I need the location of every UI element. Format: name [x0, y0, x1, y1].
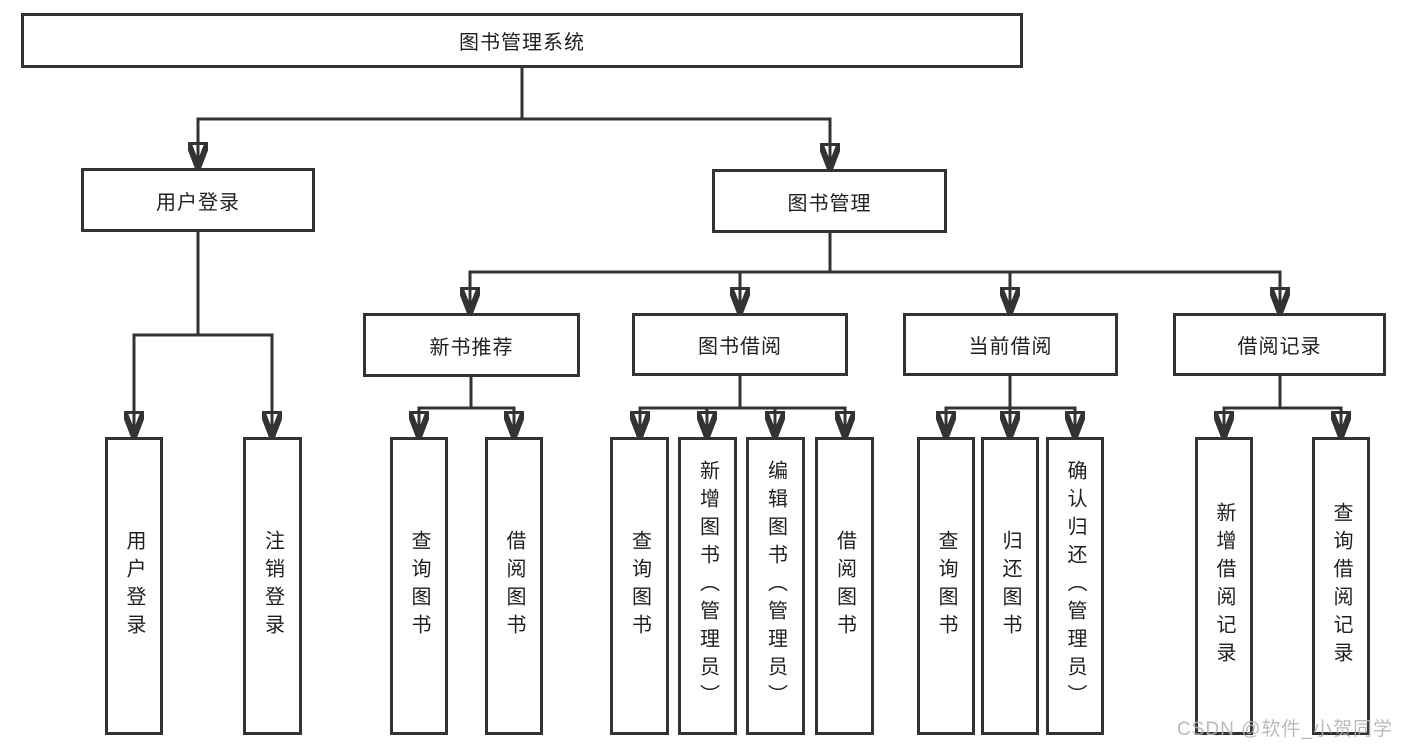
- node-root: 图书管理系统: [21, 13, 1023, 68]
- connector-root: [198, 66, 830, 167]
- leaf-records-add-record: 新增借阅记录: [1195, 437, 1253, 735]
- connector-book-borrowing: [640, 374, 845, 435]
- node-borrowing-records: 借阅记录: [1173, 313, 1386, 376]
- leaf-current-search-books: 查询图书: [917, 437, 975, 735]
- leaf-borrowing-search-books: 查询图书: [610, 437, 669, 735]
- node-current-borrowing: 当前借阅: [903, 313, 1118, 376]
- leaf-borrowing-edit-books-admin: 编辑图书（管理员）: [746, 437, 805, 735]
- node-new-book-recommendation: 新书推荐: [363, 313, 580, 377]
- node-user-login: 用户登录: [81, 168, 315, 232]
- connector-current-borrowing: [946, 374, 1075, 435]
- leaf-records-search-record: 查询借阅记录: [1312, 437, 1370, 735]
- node-book-borrowing: 图书借阅: [632, 313, 848, 376]
- leaf-current-confirm-return-admin: 确认归还（管理员）: [1046, 437, 1104, 735]
- leaf-borrowing-add-books-admin: 新增图书（管理员）: [678, 437, 737, 735]
- leaf-user-login: 用户登录: [105, 437, 163, 735]
- leaf-recommend-borrow-books: 借阅图书: [485, 437, 543, 735]
- node-book-management: 图书管理: [712, 169, 947, 233]
- connector-new-book-recommendation: [419, 375, 514, 435]
- connector-borrowing-records: [1224, 374, 1341, 435]
- connector-user-login: [134, 230, 272, 435]
- leaf-recommend-search-books: 查询图书: [390, 437, 448, 735]
- leaf-logout: 注销登录: [243, 437, 302, 735]
- connector-book-management: [470, 231, 1280, 311]
- leaf-current-return-books: 归还图书: [981, 437, 1039, 735]
- watermark: CSDN @软件_小贺同学: [1177, 719, 1393, 740]
- leaf-borrowing-borrow-books: 借阅图书: [815, 437, 874, 735]
